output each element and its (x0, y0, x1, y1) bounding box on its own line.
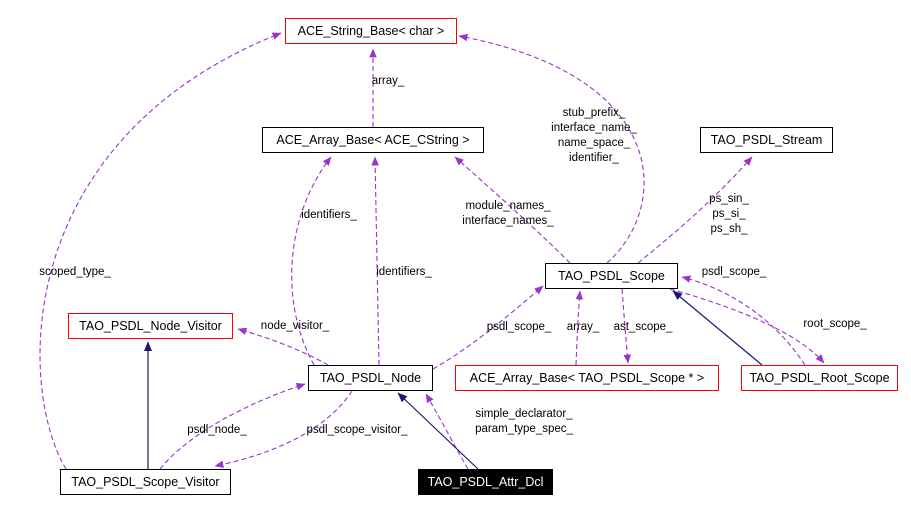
inherit-attr-dcl-to-node (397, 392, 479, 470)
edge-root-scope (669, 288, 825, 364)
edge-array-mid (575, 290, 584, 366)
edge-psdl-scope-visitor (214, 390, 353, 469)
edge-simple-declarator (425, 393, 469, 470)
node-tao-psdl-attr-dcl: TAO_PSDL_Attr_Dcl (418, 469, 553, 495)
node-tao-psdl-node[interactable]: TAO_PSDL_Node (308, 365, 433, 391)
node-ace-array-base-ace-cstring[interactable]: ACE_Array_Base< ACE_CString > (262, 127, 484, 153)
edge-identifiers-curve (291, 156, 332, 366)
edge-ps-streams (637, 156, 753, 264)
edge-scoped-type (39, 32, 282, 470)
edge-psdl-scope-right (681, 275, 806, 366)
node-tao-psdl-node-visitor[interactable]: TAO_PSDL_Node_Visitor (68, 313, 233, 339)
edge-module-names (454, 156, 571, 264)
inherit-root-scope-to-scope (672, 290, 763, 366)
node-tao-psdl-stream[interactable]: TAO_PSDL_Stream (700, 127, 833, 153)
edge-node-visitor (237, 327, 329, 366)
edge-stub-prefix (458, 33, 645, 264)
node-tao-psdl-scope[interactable]: TAO_PSDL_Scope (545, 263, 678, 289)
edge-psdl-scope-mid (432, 285, 544, 370)
edge-psdl-node (159, 383, 306, 470)
node-ace-array-base-tao-psdl-scope[interactable]: ACE_Array_Base< TAO_PSDL_Scope * > (455, 365, 719, 391)
edge-identifiers-straight (371, 156, 380, 366)
node-tao-psdl-root-scope[interactable]: TAO_PSDL_Root_Scope (741, 365, 898, 391)
node-tao-psdl-scope-visitor[interactable]: TAO_PSDL_Scope_Visitor (60, 469, 231, 495)
edge-ast-scope (621, 288, 632, 364)
node-ace-string-base-char[interactable]: ACE_String_Base< char > (285, 18, 457, 44)
